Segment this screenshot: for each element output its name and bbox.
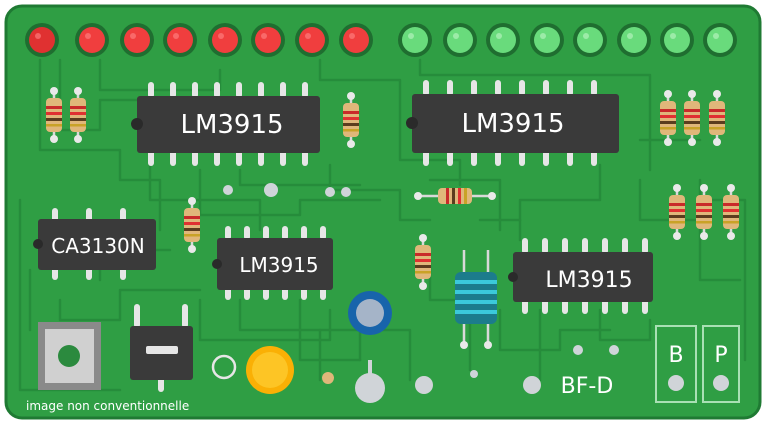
led-green xyxy=(660,23,694,57)
ic-chip: LM3915 xyxy=(131,82,320,166)
led-red xyxy=(295,23,329,57)
vias xyxy=(223,183,619,384)
ic-label: LM3915 xyxy=(545,268,632,293)
connector-b: B xyxy=(655,325,697,403)
electrolytic-capacitor xyxy=(348,291,392,335)
led-green xyxy=(398,23,432,57)
led-red xyxy=(120,23,154,57)
inductor xyxy=(455,250,497,349)
pcb-board xyxy=(4,4,762,420)
connector-b-label: B xyxy=(668,343,683,368)
connector-p: P xyxy=(702,325,740,403)
ic-label: LM3915 xyxy=(180,110,283,140)
led-red xyxy=(251,23,285,57)
ic-chip: LM3915 xyxy=(406,80,619,166)
led-green xyxy=(703,23,737,57)
test-pads xyxy=(355,360,541,403)
ic-label: CA3130N xyxy=(51,234,145,258)
led-green xyxy=(530,23,564,57)
slide-switch xyxy=(130,304,193,392)
ic-chip: LM3915 xyxy=(212,226,333,300)
led-green xyxy=(486,23,520,57)
led-green xyxy=(443,23,477,57)
push-button xyxy=(38,322,101,390)
connector-p-label: P xyxy=(714,343,727,368)
resistors xyxy=(44,85,741,292)
ic-label: LM3915 xyxy=(461,109,564,139)
led-red xyxy=(208,23,242,57)
led-green xyxy=(573,23,607,57)
led-red xyxy=(339,23,373,57)
led-green xyxy=(617,23,651,57)
caption: image non conventionnelle xyxy=(26,399,189,413)
led-red xyxy=(163,23,197,57)
ic-chip: LM3915 xyxy=(508,238,653,314)
ic-chip: CA3130N xyxy=(33,208,156,280)
led-red xyxy=(25,23,59,57)
resistor-horizontal xyxy=(414,188,496,204)
led-bar xyxy=(25,23,737,57)
led-red xyxy=(75,23,109,57)
potentiometer-knob xyxy=(211,346,294,394)
ic-label: LM3915 xyxy=(239,253,318,277)
board-model-label: BF-D xyxy=(561,374,614,399)
